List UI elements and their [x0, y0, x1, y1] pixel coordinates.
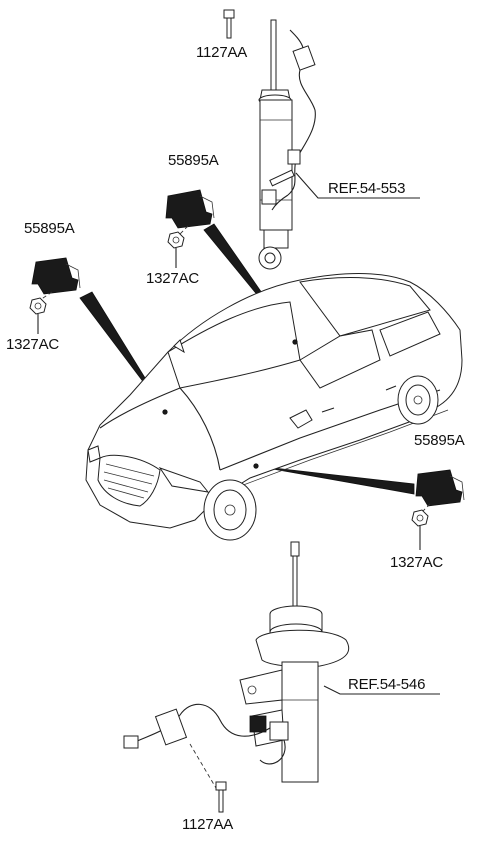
label-bolt-bottom: 1127AA — [182, 816, 234, 833]
car-icon — [85, 273, 463, 541]
sensor-right-icon — [415, 469, 465, 515]
bolt-bottom-icon — [215, 781, 227, 813]
nut-mid-icon — [167, 231, 185, 268]
label-bolt-top: 1127AA — [196, 44, 248, 61]
bolt-top-icon — [223, 9, 235, 39]
sensor-left-icon — [31, 257, 81, 301]
nut-left-icon — [29, 297, 47, 334]
label-nut-left: 1327AC — [6, 336, 60, 353]
rear-shock-absorber — [223, 9, 420, 270]
front-strut — [123, 541, 440, 813]
sensor-mid-icon — [165, 189, 215, 237]
label-ref-front: REF.54-546 — [348, 676, 426, 693]
label-sensor-mid: 55895A — [168, 152, 219, 169]
pointer-right — [255, 465, 415, 495]
label-nut-right: 1327AC — [390, 554, 444, 571]
nut-right-icon — [411, 509, 429, 550]
label-ref-rear: REF.54-553 — [328, 180, 406, 197]
label-sensor-right: 55895A — [414, 432, 465, 449]
label-sensor-left: 55895A — [24, 220, 75, 237]
label-nut-mid: 1327AC — [146, 270, 200, 287]
